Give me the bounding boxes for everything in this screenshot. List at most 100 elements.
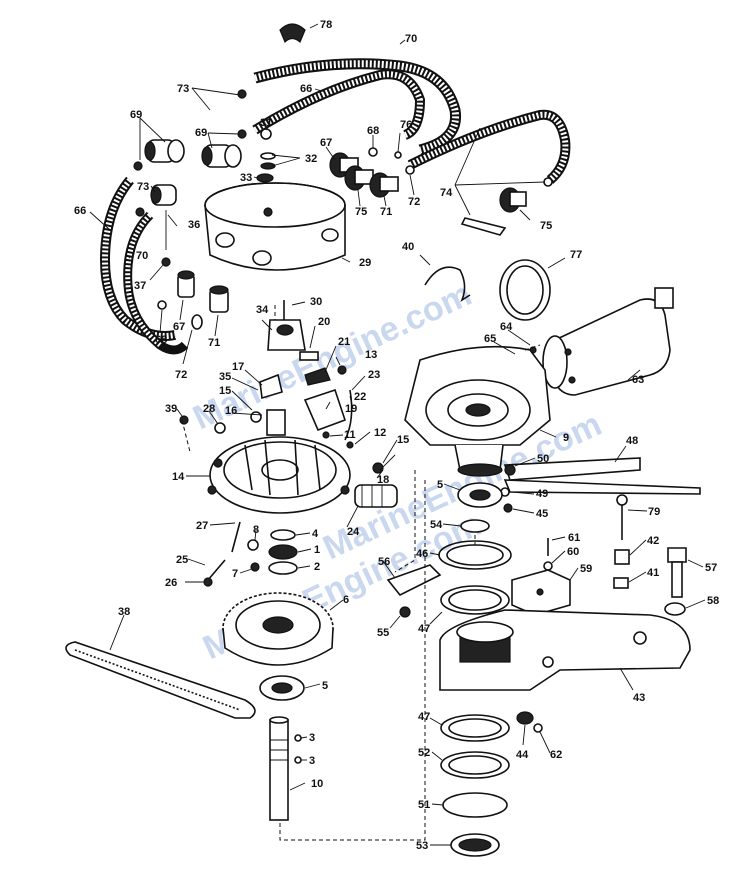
screw-45 [503, 503, 513, 513]
ring-52 [440, 751, 510, 779]
callout: 69 [130, 109, 142, 121]
callout: 70 [405, 33, 417, 45]
callout: 60 [567, 546, 579, 558]
callout: 72 [175, 369, 187, 381]
hose-70-top [253, 58, 462, 156]
washer-31 [260, 128, 272, 140]
callout: 19 [345, 403, 357, 415]
callout: 39 [165, 403, 177, 415]
part-21 [304, 367, 331, 386]
fitting-72 [405, 165, 415, 175]
callout: 43 [633, 692, 645, 704]
callout: 72 [408, 196, 420, 208]
callout: 57 [705, 562, 717, 574]
terminal-26 [203, 577, 213, 587]
callout: 73 [177, 83, 189, 95]
callout: 16 [225, 405, 237, 417]
fitting-68-left [157, 300, 167, 310]
knob-44 [516, 711, 534, 725]
seal-53 [450, 833, 500, 857]
washer-58 [664, 602, 686, 616]
part-17-35 [259, 373, 283, 400]
callout: 47 [418, 711, 430, 723]
callout: 56 [378, 556, 390, 568]
fitting-71-left [209, 285, 229, 313]
gear-pulley-6 [222, 592, 334, 666]
hose-74-right [407, 109, 571, 184]
callout: 3 [309, 732, 315, 744]
screw-55 [399, 606, 411, 618]
callout: 46 [416, 548, 428, 560]
callout: 70 [136, 250, 148, 262]
callout: 18 [377, 474, 389, 486]
washer-54 [460, 519, 490, 533]
clip-78 [279, 23, 306, 44]
callout: 44 [516, 749, 529, 761]
fitting-72-left [191, 314, 203, 330]
callout: 36 [188, 219, 200, 231]
clip-74 [543, 177, 553, 187]
callout: 20 [318, 316, 330, 328]
callout: 33 [240, 172, 252, 184]
callout: 64 [500, 321, 513, 333]
callout: 12 [374, 427, 386, 439]
bracket-59 [511, 569, 571, 616]
gasket-32 [260, 162, 276, 170]
callout: 11 [344, 429, 356, 441]
part-20 [299, 351, 319, 361]
callout: 76 [400, 119, 412, 131]
ring-47-lower [440, 714, 510, 742]
callout: 63 [632, 374, 644, 386]
band-77 [499, 259, 551, 321]
callout: 71 [380, 206, 392, 218]
washer-62 [533, 723, 543, 733]
fitting-71 [369, 172, 399, 198]
shaft-10 [269, 716, 289, 821]
elbow-fitting-73 [150, 184, 177, 206]
elbow-fitting-69 [144, 139, 185, 163]
elbow-fitting-69 [201, 144, 242, 168]
leader-lines [89, 23, 706, 846]
callout: 2 [314, 561, 320, 573]
callout: 7 [232, 568, 238, 580]
callout: 74 [440, 187, 453, 199]
timing-belt-38 [65, 641, 256, 719]
bolt-57 [667, 547, 687, 598]
callout: 35 [219, 371, 231, 383]
callout: 65 [484, 333, 496, 345]
washer-15 [250, 411, 262, 423]
distributor-cap-29 [204, 182, 346, 271]
part-12 [346, 441, 354, 449]
hose-66-top [252, 69, 426, 140]
fitting-75-right [499, 187, 527, 213]
callout: 5 [322, 680, 328, 692]
callout: 41 [647, 567, 659, 579]
callout: 61 [568, 532, 580, 544]
screw [135, 207, 145, 217]
pin-3a [294, 734, 302, 742]
callout: 78 [320, 19, 332, 31]
callout: 30 [310, 296, 322, 308]
callout: 13 [365, 349, 377, 361]
screw [133, 161, 143, 171]
screw-73 [237, 89, 247, 99]
fitting-67 [329, 152, 359, 178]
callout: 48 [626, 435, 638, 447]
callout: 66 [300, 83, 312, 95]
callout: 28 [203, 403, 215, 415]
ring-47 [440, 585, 510, 615]
part-56 [386, 564, 442, 597]
assembly-line [181, 419, 191, 453]
fitting-76 [394, 151, 402, 159]
assembly-line [524, 344, 541, 351]
callout: 37 [134, 280, 146, 292]
callout: 67 [173, 321, 185, 333]
callout: 17 [232, 361, 244, 373]
callout: 50 [537, 453, 549, 465]
callout: 32 [305, 153, 317, 165]
part-7 [250, 562, 260, 572]
callout: 49 [536, 488, 548, 500]
washer-4 [270, 529, 296, 541]
